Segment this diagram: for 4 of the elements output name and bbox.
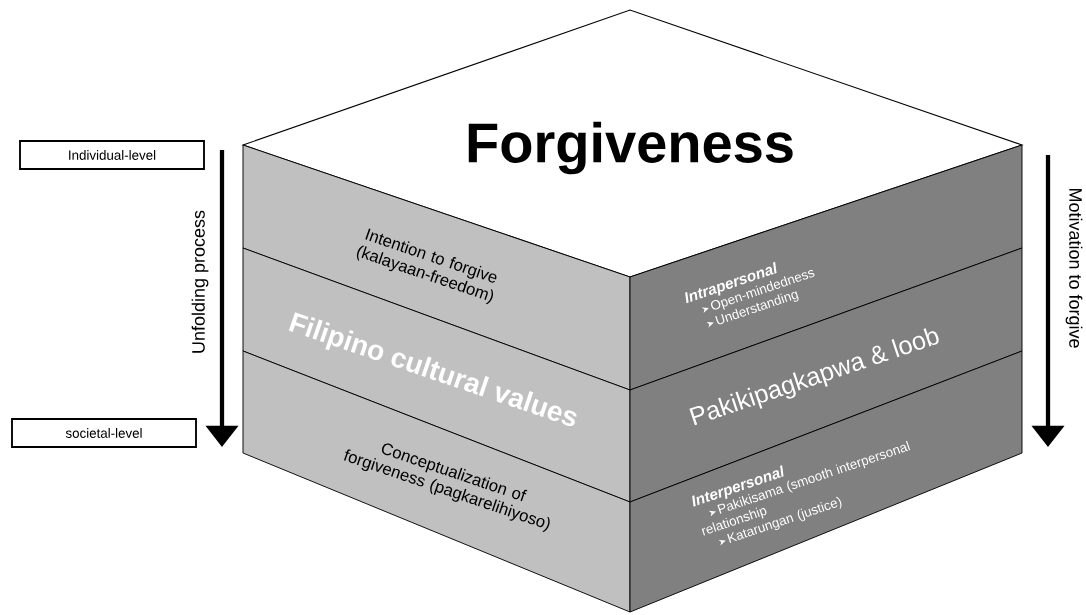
level-box: societal-level (11, 418, 197, 448)
arrow-label: Unfolding process (191, 210, 209, 353)
level-box: Individual-level (19, 140, 205, 170)
arrow-label: Motivation to forgive (1065, 188, 1083, 348)
